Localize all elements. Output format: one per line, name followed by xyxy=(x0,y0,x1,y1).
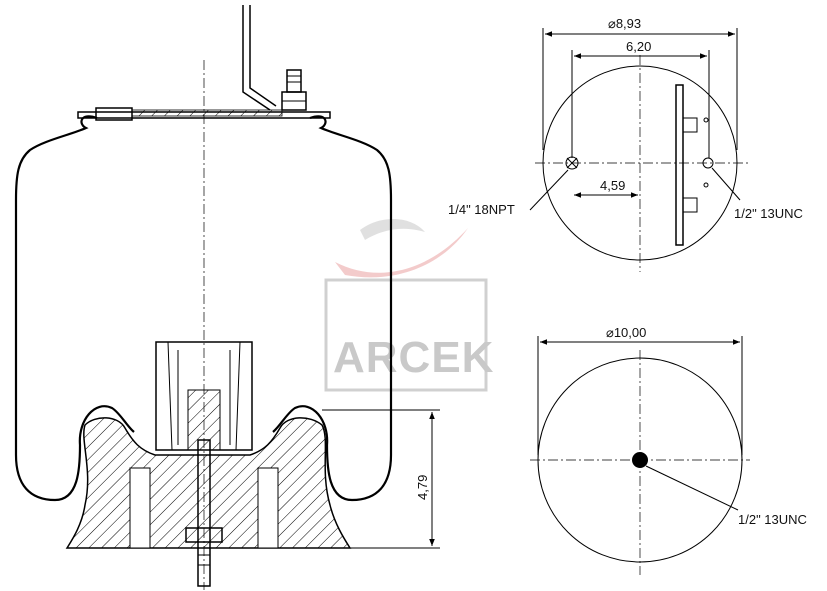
bellows-outline-right xyxy=(272,115,393,502)
svg-text:⌀8,93: ⌀8,93 xyxy=(608,16,641,31)
left-port-icon xyxy=(565,156,579,170)
bottom-nut xyxy=(185,527,223,543)
bottom-diameter-label: 10,00 xyxy=(614,325,647,340)
right-port-icon xyxy=(702,157,714,169)
svg-text:⌀10,00: ⌀10,00 xyxy=(606,325,646,340)
watermark-frame xyxy=(324,278,488,392)
top-stud xyxy=(286,69,302,93)
watermark-swoosh-2 xyxy=(360,218,425,240)
right-port-label: 1/2" 13UNC xyxy=(734,206,803,221)
side-view-air-spring: 4,79 xyxy=(14,5,440,590)
top-view: ⌀8,93 6,20 4,59 1/4" 18NPT 1/2" 13UNC xyxy=(448,16,803,272)
bellows-outline xyxy=(14,115,135,502)
center-port-label: 1/2" 13UNC xyxy=(738,512,807,527)
watermark: ARCEK xyxy=(324,218,494,392)
bumper-core xyxy=(187,389,221,451)
offset-label: 4,59 xyxy=(600,178,625,193)
piston-slot-left xyxy=(129,467,151,549)
bottom-view: ⌀10,00 1/2" 13UNC xyxy=(530,325,807,575)
watermark-swoosh xyxy=(335,228,468,278)
left-port-label: 1/4" 18NPT xyxy=(448,202,515,217)
center-port-icon xyxy=(632,452,648,468)
bolt-span-label: 6,20 xyxy=(626,39,651,54)
bottom-bolt xyxy=(197,439,211,587)
height-dim-label: 4,79 xyxy=(415,475,430,500)
mounting-bracket xyxy=(242,5,277,111)
piston-slot-right xyxy=(257,467,279,549)
top-bracket-plate xyxy=(675,84,684,246)
outer-diameter-label: 8,93 xyxy=(616,16,641,31)
top-plate-fill xyxy=(131,109,283,117)
bumper xyxy=(155,341,253,451)
watermark-text: ARCEK xyxy=(333,333,494,382)
